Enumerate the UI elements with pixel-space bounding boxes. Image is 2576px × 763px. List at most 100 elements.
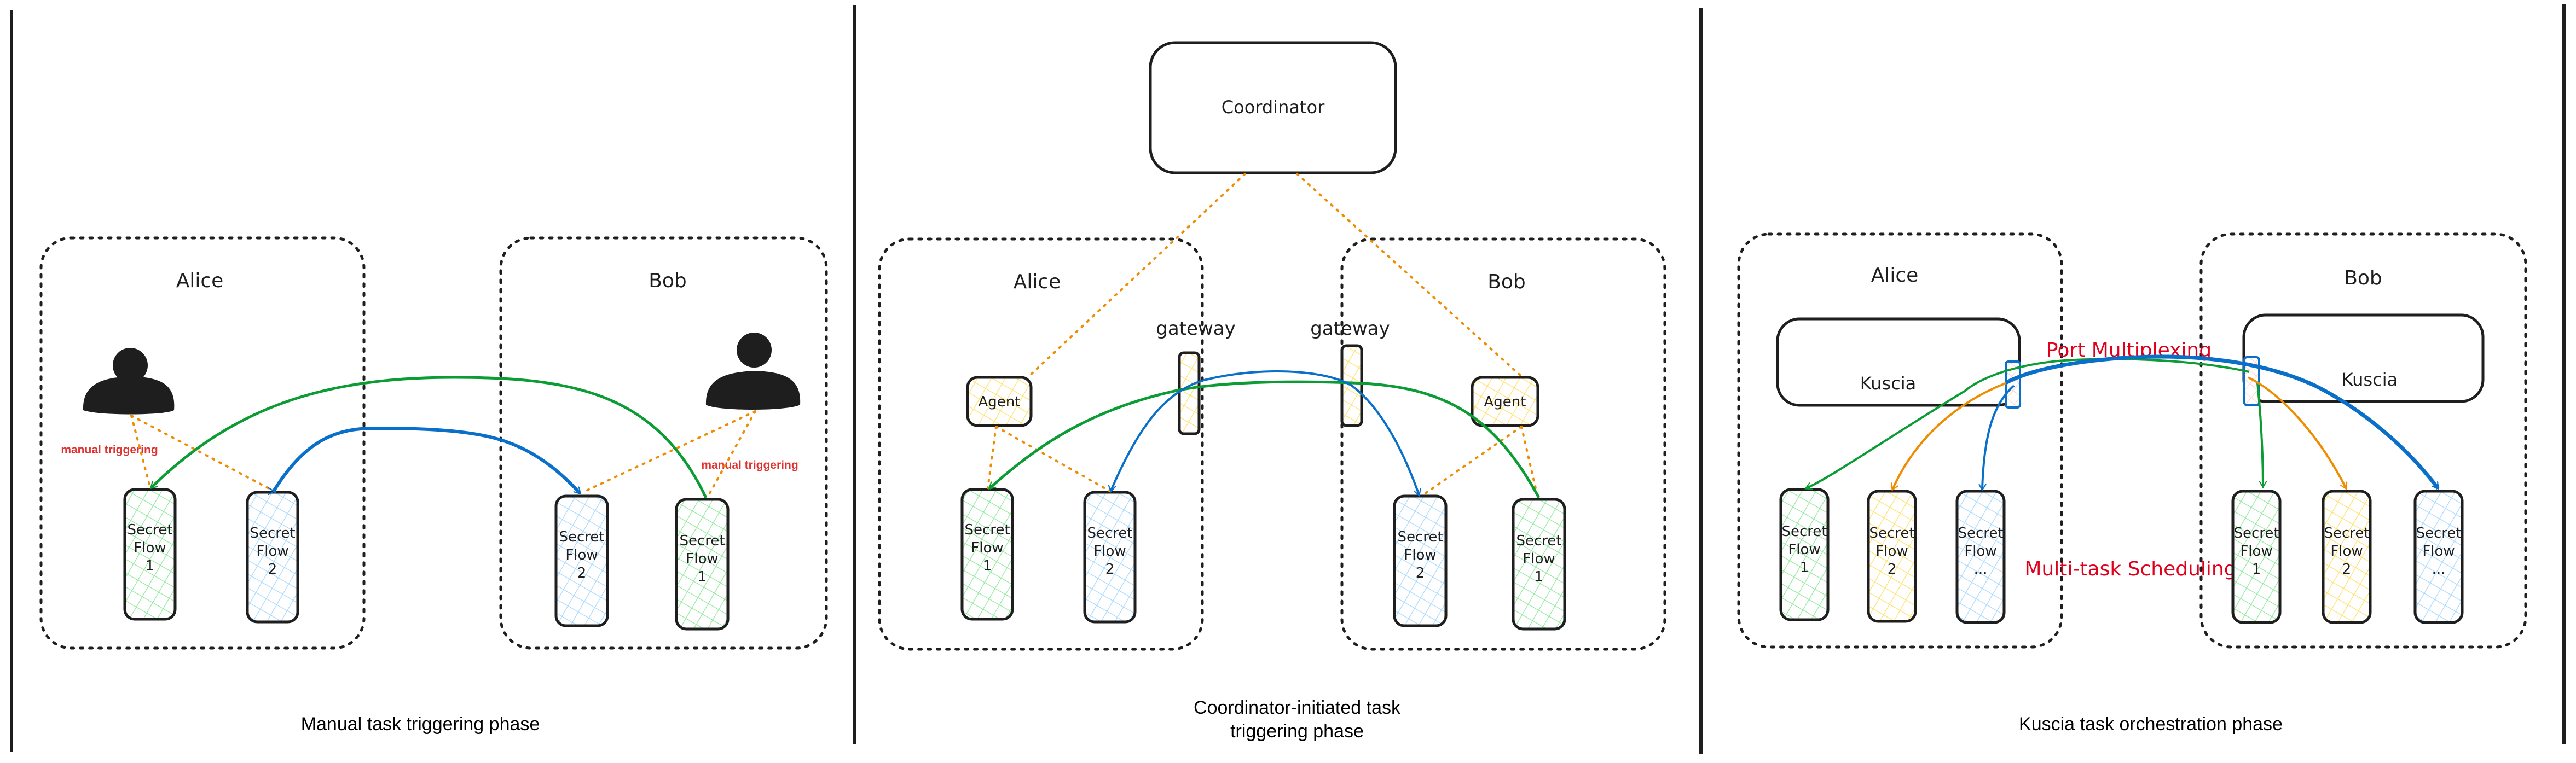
kuscia-label: Kuscia xyxy=(1860,373,1916,394)
party-boundary xyxy=(878,237,1204,651)
coordinator-label: Coordinator xyxy=(1222,97,1325,118)
person-icon xyxy=(83,348,175,415)
flow-label-line2: Flow xyxy=(686,551,718,567)
coordinator-node: Coordinator xyxy=(1149,41,1397,174)
arrow-green-bob xyxy=(2256,382,2263,487)
party-alice-manual: Alice manual triggering xyxy=(39,236,366,650)
party-alice-kuscia: Alice Kuscia xyxy=(1737,232,2063,649)
control-arrow xyxy=(1422,426,1523,496)
arrow-orange-multiplexed xyxy=(2248,376,2346,488)
arrow-green-flow1 xyxy=(151,376,708,499)
flow-label-line2: Flow xyxy=(971,540,1003,556)
flow-label-line3: 2 xyxy=(2342,561,2352,578)
party-label: Bob xyxy=(649,270,687,292)
flow-label-line3: 1 xyxy=(1535,569,1544,585)
arrow-blue-flow2-start xyxy=(1111,488,1112,491)
flow-label-line1: Secret xyxy=(1781,523,1827,540)
party-label: Bob xyxy=(1487,271,1526,293)
arrow-blue-alice xyxy=(1982,385,2015,490)
flow-label-line3: 1 xyxy=(2252,561,2261,578)
actor-action-label: manual triggering xyxy=(61,444,158,456)
secret-flow-box: Secret Flow 1 xyxy=(2231,490,2282,624)
flow-label-line3: 2 xyxy=(268,561,277,578)
party-alice-coord: Alice xyxy=(878,237,1204,651)
gateway-label: gateway xyxy=(1156,318,1235,340)
flow-label-line3: ... xyxy=(1974,561,1988,578)
agent-label: Agent xyxy=(1484,394,1526,410)
arrow-green-flow1 xyxy=(989,380,1541,499)
flow-label-line2: Flow xyxy=(565,547,598,563)
panel-caption-line1: Coordinator-initiated task xyxy=(1194,697,1401,718)
panel-coordinator: Coordinator Alice Bob gateway gateway Ag… xyxy=(878,41,1666,742)
control-arrow xyxy=(1028,173,1246,377)
flow-label-line1: Secret xyxy=(1958,525,2003,541)
gateway-label: gateway xyxy=(1310,318,1390,340)
panel-caption: Manual task triggering phase xyxy=(301,714,540,735)
party-label: Bob xyxy=(2344,267,2382,289)
secret-flow-box: Secret Flow 2 xyxy=(1393,494,1448,627)
trigger-arrow xyxy=(708,410,756,496)
control-arrows xyxy=(987,173,1539,499)
flow-label-line2: Flow xyxy=(1093,543,1126,560)
panel-kuscia: Alice Kuscia Bob Kuscia Port Multiplexin… xyxy=(1737,232,2527,735)
actor-action-label: manual triggering xyxy=(701,459,798,471)
agent-label: Agent xyxy=(979,394,1021,410)
flow-label-line3: 2 xyxy=(577,565,587,581)
control-arrow xyxy=(995,426,1111,492)
control-arrow xyxy=(987,426,997,489)
trigger-arrow xyxy=(130,415,151,488)
secret-flow-box: Secret Flow 1 xyxy=(675,498,730,631)
flow-label-line1: Secret xyxy=(1087,525,1132,541)
secret-flow-box: Secret Flow 2 xyxy=(1083,491,1137,624)
flow-label-line3: 1 xyxy=(698,569,707,585)
person-icon xyxy=(705,333,801,410)
flow-label-line2: Flow xyxy=(1788,541,1820,558)
control-arrow xyxy=(1520,426,1539,499)
flow-label-line1: Secret xyxy=(2324,525,2369,541)
flow-label-line2: Flow xyxy=(1964,543,1996,560)
flow-label-line3: 1 xyxy=(983,558,992,574)
control-arrow xyxy=(1296,173,1523,377)
flow-label-line3: ... xyxy=(2432,561,2446,578)
port-node xyxy=(2005,360,2021,409)
arrow-blue-flow2 xyxy=(272,426,582,493)
secret-flow-box: Secret Flow 2 xyxy=(554,494,609,627)
flow-label-line1: Secret xyxy=(2416,525,2461,541)
party-boundary xyxy=(39,236,366,650)
party-bob-coord: Bob xyxy=(1340,237,1666,651)
flow-label-line1: Secret xyxy=(1397,529,1443,545)
flow-label-line1: Secret xyxy=(559,529,604,545)
secret-flow-box: Secret Flow ... xyxy=(2413,490,2464,624)
secret-flow-box: Secret Flow 1 xyxy=(1512,498,1566,631)
arrow-blue-multiplexed xyxy=(2005,354,2440,488)
flow-label-line2: Flow xyxy=(1404,547,1436,563)
party-boundary xyxy=(1340,237,1666,651)
flow-label-line1: Secret xyxy=(127,522,172,538)
panel-caption: Kuscia task orchestration phase xyxy=(2019,714,2283,735)
flow-label-line1: Secret xyxy=(1516,533,1561,549)
flow-label-line2: Flow xyxy=(2330,543,2363,560)
flow-label-line2: Flow xyxy=(2422,543,2455,560)
secret-flow-box: Secret Flow 1 xyxy=(960,488,1014,621)
flow-label-line3: 1 xyxy=(146,558,155,574)
port-node xyxy=(2243,356,2260,406)
multi-task-scheduling-label: Multi-task Scheduling xyxy=(2024,558,2236,580)
party-label: Alice xyxy=(1871,264,1919,287)
agent-node: Agent xyxy=(1471,376,1539,427)
flow-label-line1: Secret xyxy=(250,525,295,541)
arrow-orange-alice xyxy=(1892,379,2015,490)
flow-label-line1: Secret xyxy=(964,522,1010,538)
agent-node: Agent xyxy=(966,376,1033,427)
secret-flow-box: Secret Flow 2 xyxy=(2322,490,2372,624)
panel-caption-line2: triggering phase xyxy=(1230,721,1364,742)
kuscia-node: Kuscia xyxy=(2242,313,2485,403)
flow-label-line1: Secret xyxy=(679,533,725,549)
party-boundary xyxy=(1737,232,2063,649)
arrow-blue-flow2 xyxy=(1110,370,1419,495)
secret-flow-box: Secret Flow 1 xyxy=(1779,488,1830,621)
flow-label-line1: Secret xyxy=(1869,525,1914,541)
party-label: Alice xyxy=(176,270,224,292)
secret-flow-box: Secret Flow 2 xyxy=(246,491,299,624)
kuscia-label: Kuscia xyxy=(2342,369,2398,390)
party-boundary xyxy=(499,236,828,650)
